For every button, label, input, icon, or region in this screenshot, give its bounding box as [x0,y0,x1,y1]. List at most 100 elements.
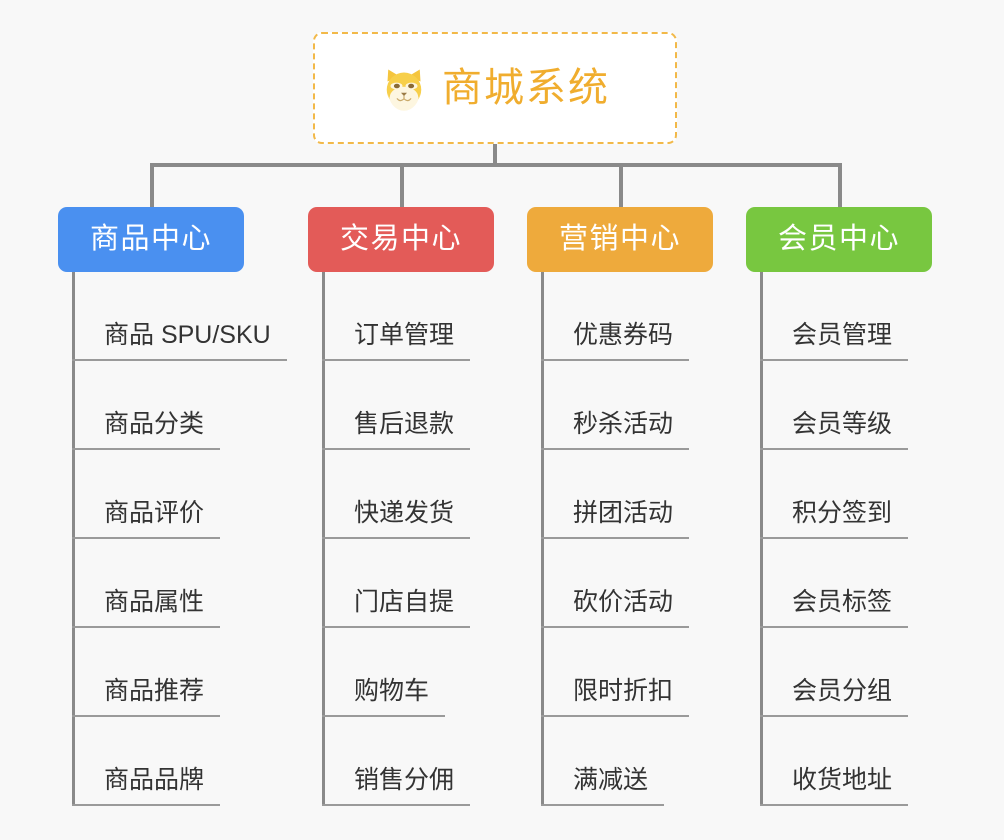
leaf-underline [760,804,908,806]
leaf-underline [760,715,908,717]
leaf-underline [541,715,689,717]
connector-drop-3 [619,163,623,209]
leaf-underline [322,537,470,539]
leaf-underline [72,715,220,717]
leaf-item[interactable]: 商品 SPU/SKU [58,272,287,361]
leaf-underline [322,626,470,628]
leaf-item[interactable]: 会员等级 [746,361,932,450]
leaf-underline [541,448,689,450]
leaf-list: 商品 SPU/SKU 商品分类商品评价商品属性商品推荐商品品牌 [58,272,287,806]
leaf-label: 会员等级 [792,410,893,438]
leaf-item[interactable]: 售后退款 [308,361,494,450]
category-header-member-center[interactable]: 会员中心 [746,207,932,272]
leaf-item[interactable]: 商品分类 [58,361,244,450]
leaf-spine [72,272,75,806]
leaf-underline [541,626,689,628]
category-column-trade-center: 交易中心订单管理售后退款快递发货门店自提购物车销售分佣 [308,207,494,806]
category-label: 营销中心 [558,223,681,255]
leaf-item[interactable]: 秒杀活动 [527,361,713,450]
leaf-label: 销售分佣 [354,766,455,794]
leaf-label: 门店自提 [354,588,455,616]
root-title: 商城系统 [442,66,610,110]
leaf-item[interactable]: 商品评价 [58,450,244,539]
leaf-item[interactable]: 砍价活动 [527,539,713,628]
leaf-underline [72,626,220,628]
leaf-underline [760,537,908,539]
leaf-underline [760,448,908,450]
connector-drop-2 [400,163,404,209]
leaf-item[interactable]: 快递发货 [308,450,494,539]
leaf-underline [322,359,470,361]
category-header-marketing-center[interactable]: 营销中心 [527,207,713,272]
leaf-item[interactable]: 优惠券码 [527,272,713,361]
leaf-item[interactable]: 满减送 [527,717,713,806]
leaf-item[interactable]: 商品品牌 [58,717,244,806]
leaf-label: 优惠券码 [573,321,674,349]
leaf-item[interactable]: 限时折扣 [527,628,713,717]
leaf-underline [72,537,220,539]
leaf-label: 收货地址 [792,766,893,794]
connector-drop-4 [838,163,842,209]
category-column-marketing-center: 营销中心优惠券码秒杀活动拼团活动砍价活动限时折扣满减送 [527,207,713,806]
leaf-label: 商品推荐 [104,677,205,705]
leaf-underline [322,804,470,806]
leaf-item[interactable]: 会员管理 [746,272,932,361]
leaf-label: 会员标签 [792,588,893,616]
leaf-label: 积分签到 [792,499,893,527]
leaf-item[interactable]: 会员标签 [746,539,932,628]
leaf-label: 售后退款 [354,410,455,438]
shiba-dog-face-icon [380,65,428,113]
leaf-label: 砍价活动 [573,588,674,616]
leaf-item[interactable]: 拼团活动 [527,450,713,539]
leaf-underline [72,359,287,361]
leaf-label: 快递发货 [354,499,455,527]
leaf-label: 拼团活动 [573,499,674,527]
leaf-label: 商品属性 [104,588,205,616]
leaf-underline [322,448,470,450]
leaf-item[interactable]: 会员分组 [746,628,932,717]
category-label: 交易中心 [339,223,462,255]
leaf-item[interactable]: 商品推荐 [58,628,244,717]
leaf-item[interactable]: 商品属性 [58,539,244,628]
leaf-label: 订单管理 [354,321,455,349]
leaf-underline [541,537,689,539]
leaf-underline [760,359,908,361]
leaf-label: 会员分组 [792,677,893,705]
connector-root-stem [493,144,497,165]
connector-drop-1 [150,163,154,209]
leaf-label: 商品品牌 [104,766,205,794]
leaf-item[interactable]: 积分签到 [746,450,932,539]
leaf-label: 会员管理 [792,321,893,349]
leaf-label: 限时折扣 [573,677,674,705]
leaf-spine [760,272,763,806]
leaf-list: 订单管理售后退款快递发货门店自提购物车销售分佣 [308,272,494,806]
leaf-item[interactable]: 订单管理 [308,272,494,361]
root-node[interactable]: 商城系统 [313,32,677,144]
leaf-underline [541,804,664,806]
leaf-item[interactable]: 收货地址 [746,717,932,806]
leaf-label: 秒杀活动 [573,410,674,438]
leaf-underline [322,715,445,717]
leaf-label: 商品分类 [104,410,205,438]
leaf-item[interactable]: 门店自提 [308,539,494,628]
leaf-spine [541,272,544,806]
category-column-member-center: 会员中心会员管理会员等级积分签到会员标签会员分组收货地址 [746,207,932,806]
leaf-underline [72,448,220,450]
leaf-item[interactable]: 销售分佣 [308,717,494,806]
category-header-trade-center[interactable]: 交易中心 [308,207,494,272]
leaf-label: 满减送 [573,766,649,794]
leaf-underline [541,359,689,361]
leaf-underline [72,804,220,806]
category-label: 会员中心 [777,223,900,255]
leaf-label: 商品 SPU/SKU [104,321,271,349]
category-label: 商品中心 [89,223,212,255]
category-column-product-center: 商品中心商品 SPU/SKU 商品分类商品评价商品属性商品推荐商品品牌 [58,207,287,806]
leaf-label: 商品评价 [104,499,205,527]
leaf-item[interactable]: 购物车 [308,628,494,717]
leaf-list: 优惠券码秒杀活动拼团活动砍价活动限时折扣满减送 [527,272,713,806]
leaf-list: 会员管理会员等级积分签到会员标签会员分组收货地址 [746,272,932,806]
leaf-underline [760,626,908,628]
leaf-spine [322,272,325,806]
category-header-product-center[interactable]: 商品中心 [58,207,244,272]
